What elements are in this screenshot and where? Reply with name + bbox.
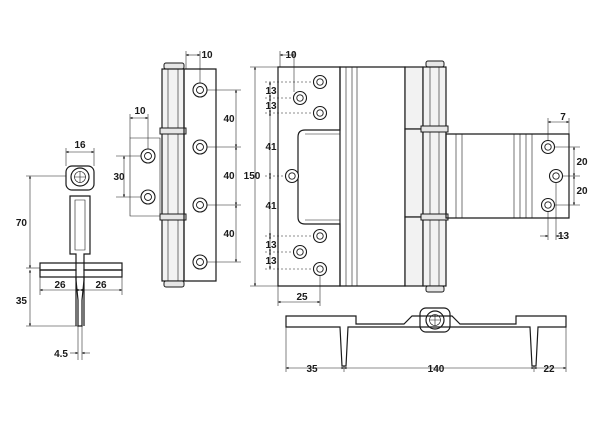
dim-main-offset: 10: [285, 50, 297, 61]
dim-main-v6: 13: [265, 256, 277, 267]
narrow-plate-view: 10 30: [113, 106, 161, 217]
side-section-view: 16 70 35 26 26 4.5: [16, 140, 123, 360]
dim-main-v4: 41: [265, 201, 277, 212]
dim-bottom-mid: 140: [428, 364, 445, 375]
dim-right-offset: 7: [560, 112, 566, 123]
bottom-plan-view: 35 140 22: [285, 307, 567, 375]
leaf-elevation-view: 10 40 40 40: [159, 50, 241, 288]
dim-main-v5: 13: [265, 240, 277, 251]
dim-side-wing-right: 26: [95, 280, 107, 291]
dim-bottom-left: 35: [306, 364, 318, 375]
dim-right-v2: 20: [576, 186, 588, 197]
dim-main-v1: 13: [265, 86, 277, 97]
dim-right-bottom: 13: [558, 231, 570, 242]
dim-side-height: 70: [16, 218, 28, 229]
dim-main-bottom: 25: [296, 292, 308, 303]
dim-plate-spacing: 30: [113, 172, 125, 183]
dim-leaf-spacing-1: 40: [223, 114, 235, 125]
dim-side-lower: 35: [16, 296, 28, 307]
dim-right-v1: 20: [576, 157, 588, 168]
dim-plate-offset: 10: [134, 106, 146, 117]
dim-side-width: 16: [74, 140, 86, 151]
main-elevation-view: 10 150 13 13 41 41 13 13 25 7: [244, 50, 588, 306]
dim-side-wing-left: 26: [54, 280, 66, 291]
dim-leaf-spacing-2: 40: [223, 171, 235, 182]
dim-main-height: 150: [244, 171, 261, 182]
dim-leaf-spacing-3: 40: [223, 229, 235, 240]
dim-leaf-offset: 10: [201, 50, 213, 61]
dim-side-thickness: 4.5: [54, 349, 68, 360]
dim-bottom-right: 22: [543, 364, 555, 375]
dim-main-v2: 13: [265, 101, 277, 112]
dim-main-v3: 41: [265, 142, 277, 153]
